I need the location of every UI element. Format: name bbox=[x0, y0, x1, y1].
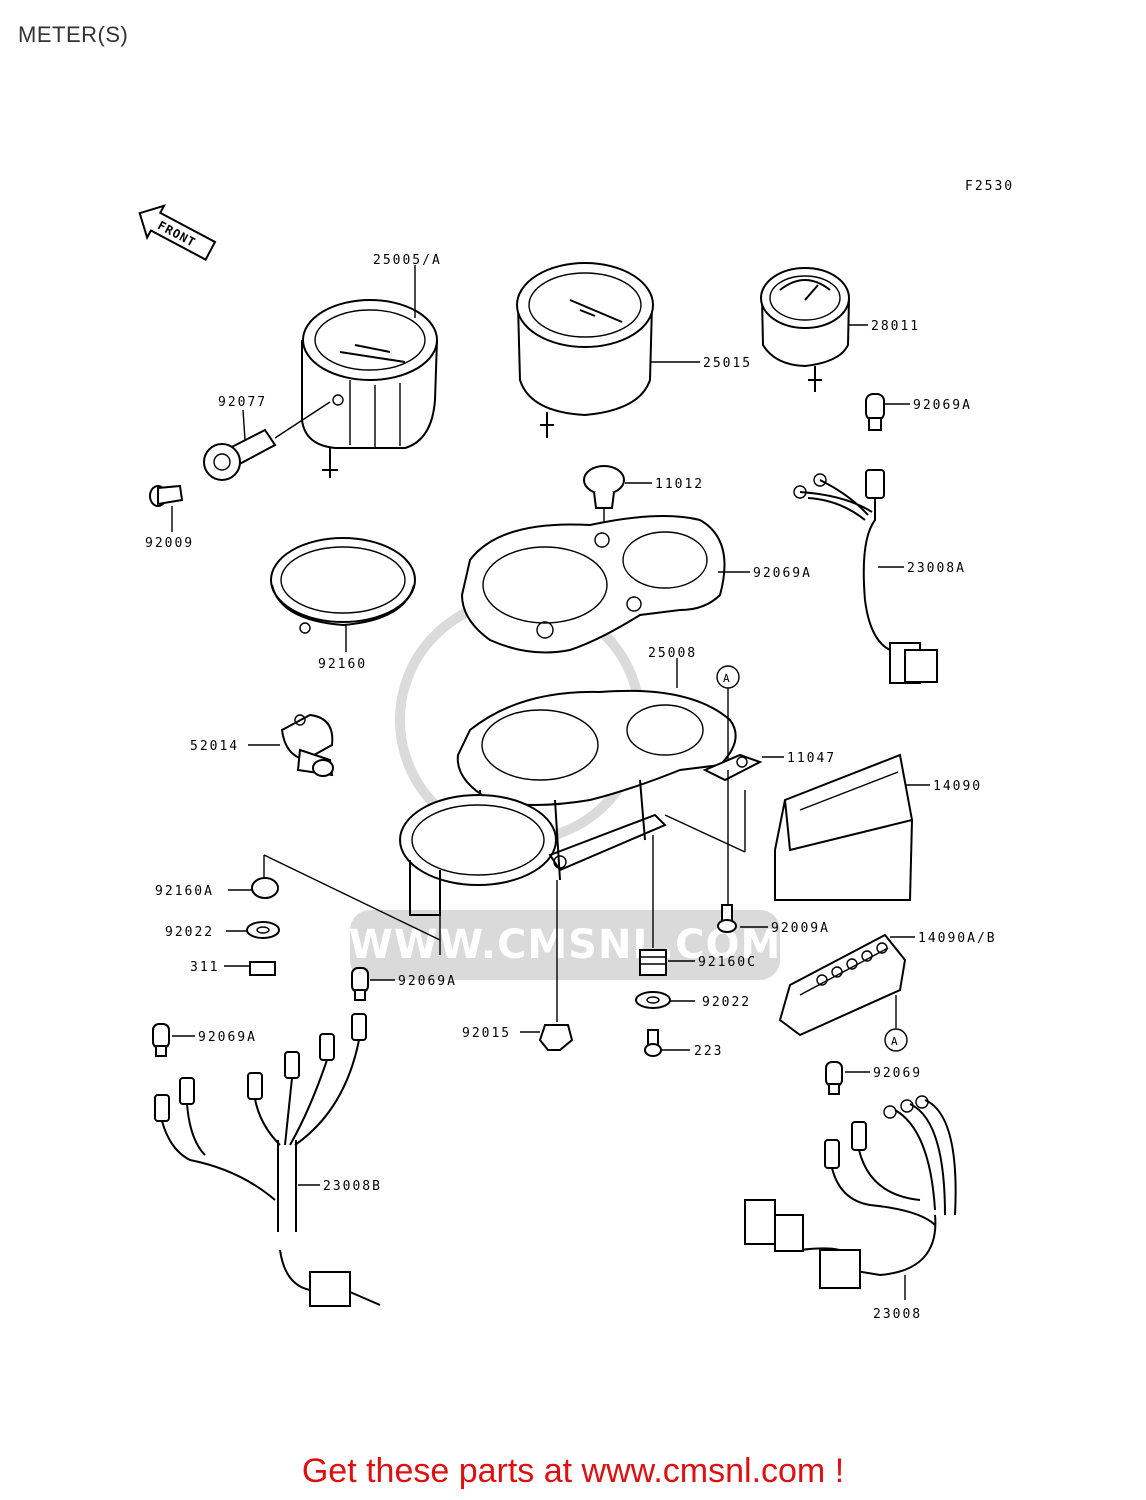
callout-25015: 25015 bbox=[703, 356, 752, 371]
watermark-text: WWW.CMSNL.COM bbox=[349, 922, 782, 968]
indicator-14090 bbox=[774, 753, 914, 901]
bulb-92069a-mid bbox=[351, 967, 369, 1001]
panel-14090ab bbox=[778, 933, 907, 1037]
figure-code: F2530 bbox=[965, 179, 1014, 194]
callout-92160b: 92069A bbox=[753, 566, 812, 581]
harness-23008a bbox=[793, 469, 938, 684]
callout-11047: 11047 bbox=[787, 751, 836, 766]
callout-92069a-left: 92069A bbox=[198, 1030, 257, 1045]
callout-52014: 52014 bbox=[190, 739, 239, 754]
front-arrow-icon: FRONT bbox=[138, 204, 217, 261]
gauge-28011 bbox=[760, 267, 850, 392]
callout-28011: 28011 bbox=[871, 319, 920, 334]
callout-92009: 92009 bbox=[145, 536, 194, 551]
housing-25008 bbox=[399, 689, 737, 916]
knob-92077 bbox=[203, 428, 277, 481]
tachometer-25005a bbox=[301, 299, 438, 478]
marker-a-bottom-label: A bbox=[891, 1035, 898, 1048]
screw-92009 bbox=[149, 484, 184, 507]
hardware-stack-center bbox=[635, 949, 671, 1057]
hardware-stack-left bbox=[246, 877, 280, 976]
callout-14090: 14090 bbox=[933, 779, 982, 794]
speedometer-25015 bbox=[516, 262, 654, 438]
page-title: METER(S) bbox=[18, 22, 129, 47]
marker-a-top-label: A bbox=[723, 672, 730, 685]
sensor-52014 bbox=[280, 713, 334, 777]
callout-23008b: 23008B bbox=[323, 1179, 382, 1194]
harness-23008b bbox=[154, 1013, 381, 1307]
callout-92160a: 92160A bbox=[155, 884, 214, 899]
callout-23008: 23008 bbox=[873, 1307, 922, 1322]
callout-25008: 25008 bbox=[648, 646, 697, 661]
callout-11012: 11012 bbox=[655, 477, 704, 492]
callout-92069: 92069 bbox=[873, 1066, 922, 1081]
nut-92015 bbox=[538, 1024, 574, 1051]
callout-92160c: 92160C bbox=[698, 955, 757, 970]
grommet-11012 bbox=[583, 465, 625, 530]
callout-92022-left: 92022 bbox=[165, 925, 214, 940]
callout-92160: 92160 bbox=[318, 657, 367, 672]
watermark: WWW.CMSNL.COM bbox=[349, 595, 782, 980]
callout-311: 311 bbox=[190, 960, 219, 975]
call-to-action-link[interactable]: Get these parts at www.cmsnl.com ! bbox=[301, 1452, 845, 1490]
bracket-11047 bbox=[702, 753, 763, 782]
marker-a-top: A bbox=[716, 665, 740, 770]
harness-23008 bbox=[744, 1095, 957, 1289]
bulb-92069a-left bbox=[152, 1023, 170, 1057]
callout-92022-center: 92022 bbox=[702, 995, 751, 1010]
callout-92077: 92077 bbox=[218, 395, 267, 410]
ring-92160 bbox=[270, 537, 416, 634]
callout-23008a: 23008A bbox=[907, 561, 966, 576]
callout-14090ab: 14090A/B bbox=[918, 931, 997, 946]
callout-92009a: 92009A bbox=[771, 921, 830, 936]
bulb-92069a-top bbox=[865, 393, 885, 431]
callout-92015: 92015 bbox=[462, 1026, 511, 1041]
callout-223: 223 bbox=[694, 1044, 723, 1059]
callout-92069a-top: 92069A bbox=[913, 398, 972, 413]
marker-a-bottom: A bbox=[884, 995, 908, 1052]
screw-92009a bbox=[717, 904, 737, 933]
cover-92160b bbox=[460, 515, 726, 654]
bulb-92069 bbox=[825, 1061, 843, 1095]
callout-92069a-mid: 92069A bbox=[398, 974, 457, 989]
callout-25005a: 25005/A bbox=[373, 253, 442, 268]
